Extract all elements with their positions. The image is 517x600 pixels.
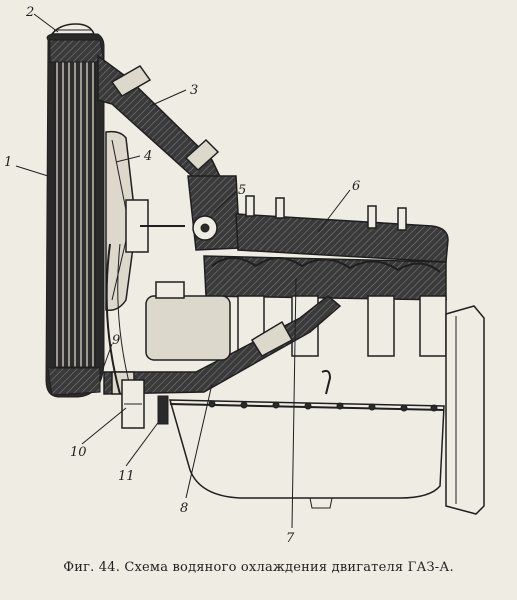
callout-8: 8 — [180, 501, 188, 516]
radiator — [45, 33, 105, 398]
drain-cock — [157, 395, 169, 425]
water-pump — [187, 175, 241, 251]
leader-lines — [15, 13, 351, 529]
callout-4: 4 — [143, 149, 152, 164]
callout-7: 7 — [286, 531, 295, 546]
radiator-cap — [50, 23, 96, 35]
callout-2: 2 — [25, 5, 34, 20]
fan-belt — [105, 243, 133, 395]
callout-6: 6 — [352, 179, 360, 194]
flywheel-housing — [445, 305, 485, 515]
bolt-row — [208, 400, 438, 412]
callout-labels: 2 1 3 4 5 6 7 8 9 10 11 — [4, 5, 360, 546]
callout-1: 1 — [4, 155, 12, 170]
callout-5: 5 — [238, 183, 246, 198]
spark-plugs — [245, 195, 407, 231]
fan — [105, 130, 185, 312]
crankshaft-pulley — [121, 379, 145, 429]
cylinder-block — [203, 255, 447, 357]
figure-caption: Фиг. 44. Схема водяного охлаждения двига… — [63, 560, 454, 575]
callout-10: 10 — [70, 445, 87, 460]
cylinder-head — [235, 195, 449, 263]
callout-3: 3 — [190, 83, 198, 98]
oil-dipstick — [321, 369, 332, 395]
callout-9: 9 — [112, 333, 120, 348]
callout-11: 11 — [118, 469, 135, 484]
generator — [145, 281, 231, 361]
crankcase — [168, 399, 445, 509]
